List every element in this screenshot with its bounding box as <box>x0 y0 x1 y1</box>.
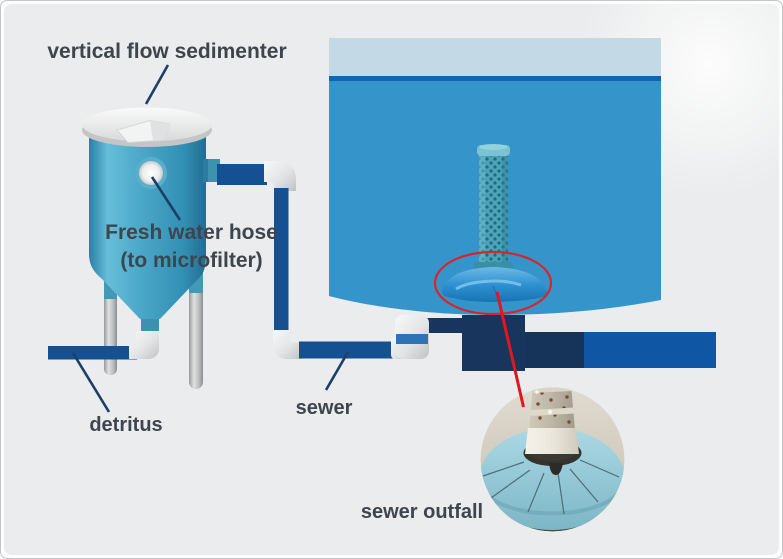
leader-lines <box>71 64 350 413</box>
sewer-outfall-label: sewer outfall <box>360 501 484 523</box>
photo-callout-line <box>495 291 525 408</box>
tank-surface-band <box>329 38 661 77</box>
sedimenter-leader-line <box>144 64 170 105</box>
sewer-leader-line <box>324 351 350 391</box>
sedimenter-label: vertical flow sedimenter <box>47 40 287 63</box>
photo-sleeve <box>525 428 579 454</box>
detritus-pipe <box>48 346 137 360</box>
outfall-dome <box>441 267 548 302</box>
photo-disc-seams <box>482 459 620 515</box>
fresh-water-leader-line <box>150 176 182 221</box>
outlet-pipe <box>217 164 267 185</box>
detritus-label: detritus <box>89 414 163 436</box>
fresh-water-hose-label: Fresh water hose (to microfilter) <box>89 219 294 275</box>
elbow-bottom <box>273 330 302 359</box>
sewer-pipe <box>299 341 399 359</box>
downpipe <box>274 188 289 334</box>
sedimenter <box>48 107 220 389</box>
sedimenter-body <box>89 127 206 319</box>
sump-box <box>462 315 525 371</box>
drain-pipe-right <box>584 332 716 368</box>
outfall-photo <box>480 387 625 532</box>
cone-neck <box>141 316 159 333</box>
photo-outfall-disc <box>480 428 625 530</box>
highlight-ellipse <box>433 250 553 316</box>
sewer-piping <box>217 161 429 359</box>
standpipe <box>474 144 513 278</box>
tank-waterline <box>329 76 661 81</box>
fresh-water-hose-label-line1: Fresh water hose <box>105 221 278 244</box>
elbow-top <box>264 161 296 191</box>
detritus-leader-line <box>71 352 111 413</box>
detritus-elbow <box>129 331 159 359</box>
outfall-outlet-box <box>427 315 716 371</box>
fresh-water-hose-label-line2: (to microfilter) <box>120 249 263 272</box>
sewer-label: sewer <box>295 397 353 419</box>
